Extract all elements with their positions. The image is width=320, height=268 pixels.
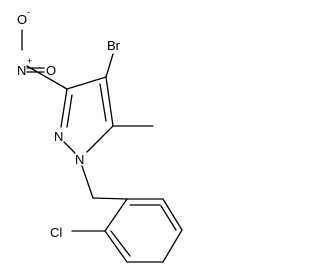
atom-oxygen-double: O	[46, 63, 56, 78]
bond-ch2-benzene	[92, 197, 128, 200]
atom-bromine: Br	[107, 38, 121, 53]
bond-c4-c5	[105, 76, 114, 127]
bond-benz-c4-c5	[162, 229, 183, 263]
bond-benz-c5-c6	[162, 198, 183, 231]
bond-benz-c2-c3	[104, 230, 128, 263]
bond-nitro-n-c3	[26, 65, 68, 90]
bond-n1-ch2	[81, 165, 94, 199]
bonds	[21, 29, 183, 263]
atom-oxygen-minus: O	[17, 12, 27, 27]
atom-nitro-nitrogen: N	[17, 63, 26, 78]
atom-ring-nitrogen-1: N	[75, 152, 84, 167]
bond-c4-c5-inner	[99, 83, 107, 122]
chemical-structure-diagram: O - N + O Br N N Cl	[17, 7, 183, 263]
bond-n1-n2	[63, 141, 76, 154]
atom-labels: O - N + O Br N N Cl	[17, 7, 121, 240]
bond-benz-inner-2	[160, 205, 177, 231]
charge-plus: +	[27, 56, 32, 66]
bond-c5-n1	[86, 125, 114, 153]
atom-ring-nitrogen-2: N	[54, 129, 63, 144]
bond-c4-br	[105, 53, 114, 78]
bond-n2-c3-inner	[66, 94, 73, 128]
bond-n2-c3	[60, 88, 68, 128]
bond-benz-inner-1	[110, 230, 131, 257]
atom-chlorine: Cl	[50, 225, 62, 240]
charge-minus: -	[27, 7, 30, 17]
bond-c3-c4	[66, 76, 107, 90]
bond-benz-c1-c2	[104, 198, 128, 232]
